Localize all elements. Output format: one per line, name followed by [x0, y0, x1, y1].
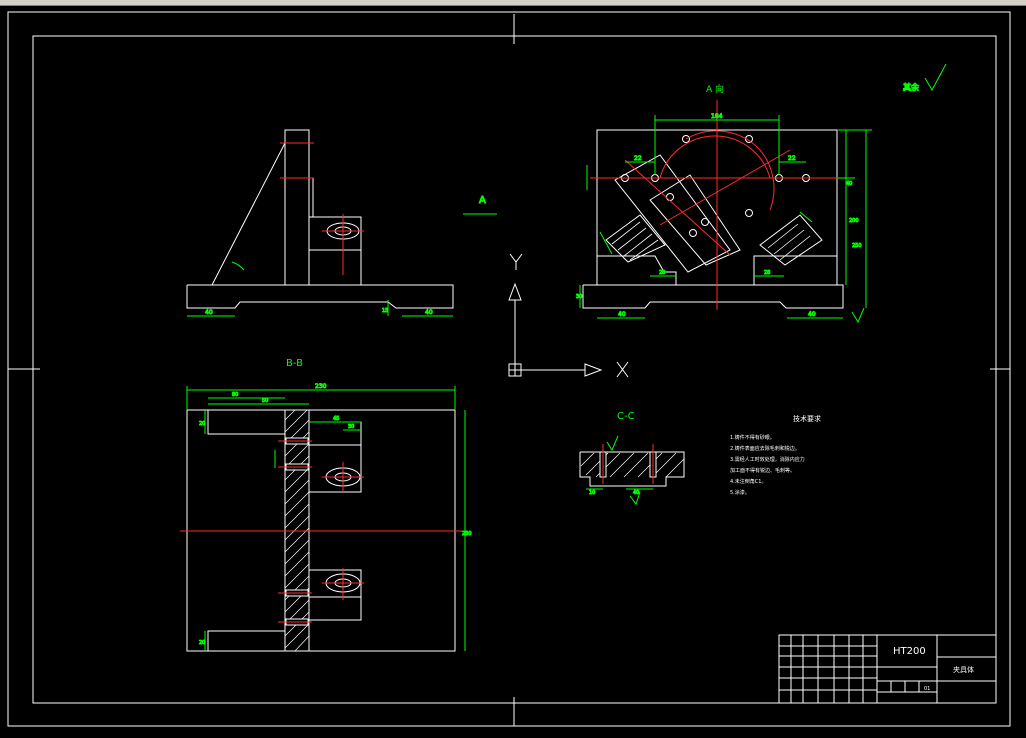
- dim-view-a-40-right: 40: [808, 311, 816, 318]
- ucs-icon[interactable]: [508, 253, 629, 378]
- title-block-text: HT200 夹具体 01: [893, 646, 974, 692]
- front-view-centerlines: [280, 142, 364, 275]
- view-a-centerlines: [590, 100, 840, 310]
- title-block[interactable]: [778, 634, 997, 704]
- dim-view-a-28b: 28: [764, 270, 770, 276]
- section-bb-centerlines: [180, 440, 462, 623]
- tech-requirements-title: 技术要求: [793, 414, 821, 423]
- section-cc-title: C-C: [617, 411, 635, 422]
- dim-right-40: 40: [846, 181, 852, 187]
- dim-bb-45: 45: [333, 416, 339, 422]
- view-a[interactable]: [582, 129, 844, 309]
- tech-req-line-5: 4.未注倒角C1。: [730, 478, 766, 485]
- dim-cc-a: 10: [589, 490, 595, 496]
- dim-bb-20a: 20: [199, 421, 205, 427]
- material-label: HT200: [893, 646, 926, 657]
- tech-req-line-3: 3.需经人工时效处理，消除内应力: [730, 456, 805, 463]
- section-cc-title-group: C-C: [617, 411, 635, 422]
- dim-bb-30: 30: [348, 424, 354, 430]
- roughness-note: 其余: [903, 82, 919, 92]
- section-bb-title-group: B-B: [286, 358, 303, 369]
- section-bb-dims: 230 80 50 45 30 20 20 230: [186, 383, 472, 651]
- arrow-a-label: A: [479, 195, 486, 206]
- section-cc-dims: 10 40: [586, 435, 653, 506]
- view-a-hatching: [611, 221, 811, 261]
- front-view[interactable]: [186, 129, 454, 309]
- dim-view-a-30: 30: [576, 294, 582, 300]
- tech-requirements: 技术要求 1.铸件不得有砂眼。 2.铸件表面应去除毛刺和锐边。 3.需经人工时效…: [730, 414, 821, 496]
- dim-front-15: 15: [382, 308, 388, 314]
- dim-bb-20b: 20: [199, 640, 205, 646]
- dim-bb-right: 230: [462, 531, 472, 537]
- section-bb-title: B-B: [286, 358, 303, 369]
- view-a-holes: [621, 135, 810, 237]
- dim-view-a-40-left: 40: [618, 311, 626, 318]
- section-cc-centerlines: [602, 444, 654, 484]
- toolbar-strip: [0, 0, 1026, 6]
- dim-bb-top: 230: [315, 383, 327, 390]
- tech-req-line-6: 5.涂漆。: [730, 489, 750, 496]
- front-view-dims: 40 40 15: [187, 261, 453, 317]
- view-a-title: A 向: [706, 83, 724, 95]
- section-cc[interactable]: [579, 451, 685, 487]
- part-name: 夹具体: [953, 665, 974, 674]
- tech-req-line-2: 2.铸件表面应去除毛刺和锐边。: [730, 445, 800, 452]
- dim-front-40-left: 40: [205, 309, 213, 316]
- tech-req-line-4: 加工面不得有锐边、毛刺等。: [730, 467, 795, 474]
- dim-left-22: 22: [634, 155, 642, 162]
- dim-view-a-28a: 28: [659, 270, 665, 276]
- dim-front-40-right: 40: [425, 309, 433, 316]
- dim-view-a-top: 184: [711, 113, 723, 120]
- tech-req-line-1: 1.铸件不得有砂眼。: [730, 434, 775, 441]
- ucs-x-label: X: [640, 375, 641, 377]
- dim-bb-80: 80: [232, 392, 238, 398]
- view-arrow-a: A: [463, 195, 497, 215]
- drawing-viewport[interactable]: 40 40 15 A A 向 其余: [0, 6, 1026, 734]
- dim-bb-50: 50: [262, 398, 268, 404]
- dim-right-22: 22: [788, 155, 796, 162]
- dim-cc-b: 40: [633, 490, 639, 496]
- ucs-y-label: Y: [530, 261, 531, 263]
- view-a-title-group: A 向: [706, 83, 724, 95]
- section-cc-hatch: [580, 452, 685, 478]
- scale-cell: 01: [924, 686, 930, 692]
- dim-view-a-h2: 250: [852, 243, 862, 249]
- roughness-symbol: 其余: [903, 63, 947, 93]
- view-a-dims: 184 22 22 40 200 250 30 40 40 28 28: [576, 113, 872, 324]
- dim-view-a-h1: 200: [849, 218, 859, 224]
